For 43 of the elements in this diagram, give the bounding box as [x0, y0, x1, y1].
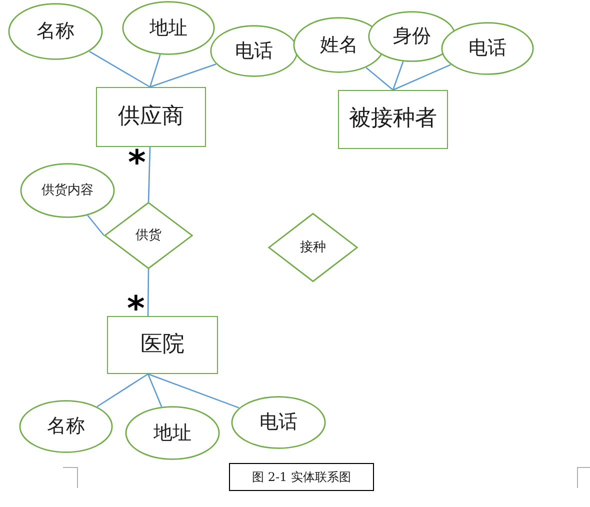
- attribute-ellipse: [20, 163, 115, 218]
- attribute-label: 地址: [150, 16, 188, 40]
- attribute-ellipse: [125, 406, 220, 460]
- attribute-label: 电话: [235, 40, 273, 62]
- connector-line: [96, 373, 148, 408]
- attribute-label: 供货内容: [42, 182, 94, 198]
- entity-box: [107, 316, 218, 374]
- connector-line: [150, 64, 216, 88]
- attribute-ellipse: [122, 1, 215, 55]
- attribute-ellipse: [210, 25, 298, 77]
- attribute-label: 名称: [47, 415, 85, 438]
- connector-line: [392, 61, 404, 90]
- connector-line: [89, 50, 150, 88]
- connector-line: [148, 373, 240, 408]
- connector-line: [149, 54, 161, 88]
- attribute-label: 名称: [36, 20, 74, 43]
- attribute-label: 地址: [154, 422, 192, 444]
- attribute-label: 电话: [468, 37, 506, 60]
- entity-box: [96, 87, 206, 147]
- entity-label: 被接种者: [349, 106, 437, 133]
- asterisk-mark: *: [128, 150, 146, 164]
- connector-line: [366, 67, 394, 90]
- entity-label: 医院: [140, 332, 184, 358]
- relationship-label: 接种: [300, 240, 326, 256]
- relationship-diamond: [104, 202, 193, 269]
- relationship-label: 供货: [136, 228, 162, 244]
- attribute-label: 电话: [260, 411, 298, 434]
- entity-box: [338, 90, 448, 149]
- figure-caption: 图 2-1 实体联系图: [229, 463, 374, 491]
- connector-line: [148, 146, 151, 202]
- entity-label: 供应商: [118, 104, 184, 130]
- connector-line: [147, 374, 162, 407]
- connector-line: [147, 269, 150, 316]
- asterisk-mark: *: [127, 296, 145, 310]
- attribute-ellipse: [231, 396, 326, 449]
- attribute-label: 身份: [393, 25, 431, 48]
- attribute-ellipse: [8, 3, 103, 60]
- connector-line: [87, 214, 104, 236]
- attribute-ellipse: [19, 400, 113, 453]
- attribute-ellipse: [441, 22, 534, 75]
- attribute-label: 姓名: [320, 34, 358, 56]
- connector-line: [392, 64, 451, 91]
- relationship-diamond: [268, 213, 358, 282]
